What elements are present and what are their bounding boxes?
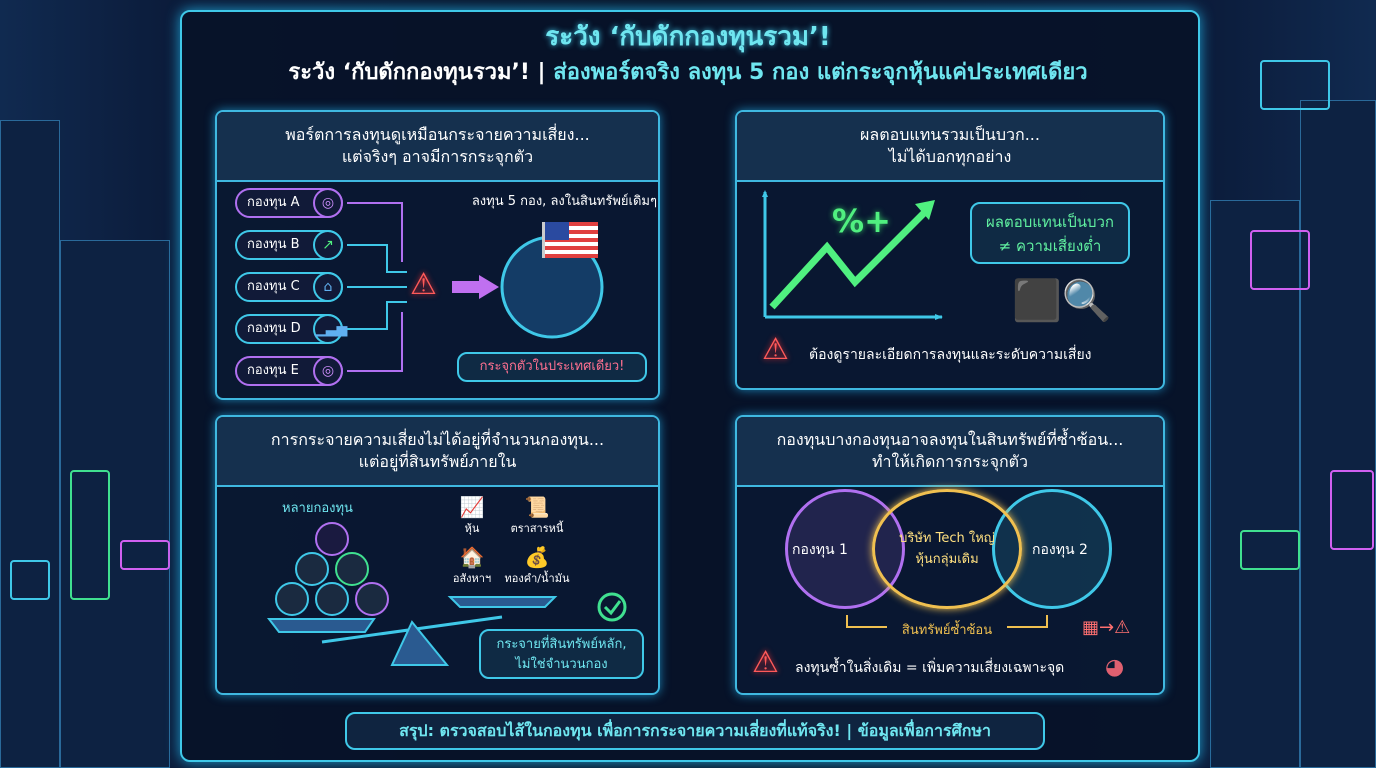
overlap-circle	[872, 489, 1022, 609]
asset-label: ตราสารหนี้	[510, 522, 564, 535]
subtitle: ระวัง ‘กับดักกองทุนรวม’! | ส่องพอร์ตจริง…	[0, 54, 1376, 89]
magnifier-broken-box-icon: ⬛🔍	[1012, 278, 1112, 324]
heading-line: ผลตอบแทนรวมเป็นบวก...	[860, 125, 1040, 144]
growth-chart-icon: ↗	[313, 230, 343, 260]
fund-label: กองทุน C	[247, 279, 300, 294]
panel-returns: ผลตอบแทนรวมเป็นบวก... ไม่ได้บอกทุกอย่าง %…	[735, 110, 1165, 390]
asset-real-estate: 🏠 อสังหาฯ	[442, 545, 502, 587]
education-note: | ข้อมูลเพื่อการศึกษา	[846, 721, 991, 740]
rising-chart-icon	[762, 190, 943, 320]
overlap-assets-label: สินทรัพย์ซ้ำซ้อน	[901, 623, 993, 638]
summary-footer: สรุป: ตรวจสอบไส้ในกองทุน เพื่อการกระจายค…	[345, 712, 1045, 750]
neon-sign	[1250, 230, 1310, 290]
caption: ลงทุน 5 กอง, ลงในสินทรัพย์เดิมๆ	[471, 194, 657, 209]
neon-sign	[1240, 530, 1300, 570]
asset-label: อสังหาฯ	[452, 572, 492, 585]
coins-icon: ◎	[313, 188, 343, 218]
fund-a: กองทุน A ◎	[235, 188, 343, 218]
fund-2-label: กองทุน 2	[1032, 542, 1088, 558]
percent-plus-label: %+	[832, 202, 891, 240]
asset-bonds: 📜 ตราสารหนี้	[502, 495, 572, 537]
house-icon: 🏠	[459, 545, 485, 569]
fund-1-label: กองทุน 1	[792, 542, 848, 558]
panel-concentration: พอร์ตการลงทุนดูเหมือนกระจายความเสี่ยง...…	[215, 110, 660, 400]
many-funds-label: หลายกองทุน	[282, 501, 353, 516]
fund-label: กองทุน A	[247, 195, 300, 210]
overlap-label: บริษัท Tech ใหญ่หุ้นกลุ่มเดิม	[872, 527, 1022, 569]
building	[0, 120, 60, 768]
panel-heading: พอร์ตการลงทุนดูเหมือนกระจายความเสี่ยง...…	[217, 112, 658, 182]
callout-line: กระจายที่สินทรัพย์หลัก,	[496, 637, 627, 652]
building	[60, 240, 170, 768]
fund-2-circle	[992, 489, 1112, 609]
certificate-icon: 📜	[524, 495, 550, 519]
neon-sign	[1330, 470, 1374, 550]
heading-line: กองทุนบางกองทุนอาจลงทุนในสินทรัพย์ที่ซ้ำ…	[776, 430, 1124, 449]
asset-commodities: 💰 ทองคำ/น้ำมัน	[497, 545, 577, 587]
panel-heading: กองทุนบางกองทุนอาจลงทุนในสินทรัพย์ที่ซ้ำ…	[737, 417, 1163, 487]
asset-label: หุ้น	[464, 522, 480, 535]
panel-heading: ผลตอบแทนรวมเป็นบวก... ไม่ได้บอกทุกอย่าง	[737, 112, 1163, 182]
neon-sign	[70, 470, 110, 600]
fund-c: กองทุน C ⌂	[235, 272, 343, 302]
neon-sign	[120, 540, 170, 570]
box-line: ≠ ความเสี่ยงต่ำ	[998, 237, 1102, 255]
bar-chart-icon: ▁▃▅	[313, 314, 347, 344]
panel-heading: การกระจายความเสี่ยงไม่ได้อยู่ที่จำนวนกอง…	[217, 417, 658, 487]
building	[1300, 100, 1376, 768]
heading-line: พอร์ตการลงทุนดูเหมือนกระจายความเสี่ยง...	[285, 125, 590, 144]
summary-text: สรุป: ตรวจสอบไส้ในกองทุน เพื่อการกระจายค…	[399, 721, 841, 740]
fund-label: กองทุน E	[247, 363, 299, 378]
heading-line: ไม่ได้บอกทุกอย่าง	[888, 147, 1012, 166]
returns-warning: ต้องดูรายละเอียดการลงทุนและระดับความเสี่…	[809, 347, 1092, 363]
heading-line: แต่จริงๆ อาจมีการกระจุกตัว	[341, 147, 534, 166]
warning-icon: ⚠	[752, 645, 779, 680]
positive-return-box: ผลตอบแทนเป็นบวก ≠ ความเสี่ยงต่ำ	[970, 202, 1130, 264]
box-line: ผลตอบแทนเป็นบวก	[986, 213, 1114, 231]
connector-lines	[347, 202, 604, 372]
panel-diversification: การกระจายความเสี่ยงไม่ได้อยู่ที่จำนวนกอง…	[215, 415, 660, 695]
asset-stocks: 📈 หุ้น	[447, 495, 497, 537]
us-flag-icon	[542, 222, 598, 258]
concentration-risk-icon: ▦→⚠	[1082, 617, 1131, 638]
coins-icon: ◎	[313, 356, 343, 386]
neon-sign	[1260, 60, 1330, 110]
fund-d: กองทุน D ▁▃▅	[235, 314, 347, 344]
fund-label: กองทุน B	[247, 237, 300, 252]
house-icon: ⌂	[313, 272, 343, 302]
diversify-callout: กระจายที่สินทรัพย์หลัก, ไม่ใช่จำนวนกอง	[479, 629, 644, 679]
asset-label: ทองคำ/น้ำมัน	[504, 572, 570, 585]
stock-chart-icon: 📈	[459, 495, 485, 519]
concentration-callout: กระจุกตัวในประเทศเดียว!	[457, 352, 647, 382]
panel-overlap: กองทุนบางกองทุนอาจลงทุนในสินทรัพย์ที่ซ้ำ…	[735, 415, 1165, 695]
warning-icon: ⚠	[762, 332, 789, 367]
overlap-bracket	[846, 615, 1048, 628]
pie-chart-icon: ◕	[1105, 655, 1125, 680]
fund-b: กองทุน B ↗	[235, 230, 343, 260]
gold-bag-icon: 💰	[524, 545, 550, 569]
main-title: ระวัง ‘กับดักกองทุนรวม’!	[545, 22, 831, 52]
heading-line: การกระจายความเสี่ยงไม่ได้อยู่ที่จำนวนกอง…	[270, 430, 605, 449]
overlap-line: บริษัท Tech ใหญ่	[899, 531, 995, 546]
fund-label: กองทุน D	[247, 321, 301, 336]
subtitle-right: ส่องพอร์ตจริง ลงทุน 5 กอง แต่กระจุกหุ้นแ…	[553, 60, 1088, 85]
callout-line: ไม่ใช่จำนวนกอง	[515, 657, 608, 672]
fund-e: กองทุน E ◎	[235, 356, 343, 386]
neon-sign	[10, 560, 50, 600]
balance-scale-icon	[266, 522, 627, 666]
overlap-line: หุ้นกลุ่มเดิม	[915, 552, 979, 567]
heading-line: แต่อยู่ที่สินทรัพย์ภายใน	[358, 452, 517, 471]
warning-icon: ⚠	[410, 267, 437, 302]
heading-line: ทำให้เกิดการกระจุกตัว	[871, 452, 1028, 471]
subtitle-left: ระวัง ‘กับดักกองทุนรวม’! |	[288, 60, 546, 85]
overlap-warning: ลงทุนซ้ำในสิ่งเดิม = เพิ่มความเสี่ยงเฉพา…	[795, 660, 1065, 676]
